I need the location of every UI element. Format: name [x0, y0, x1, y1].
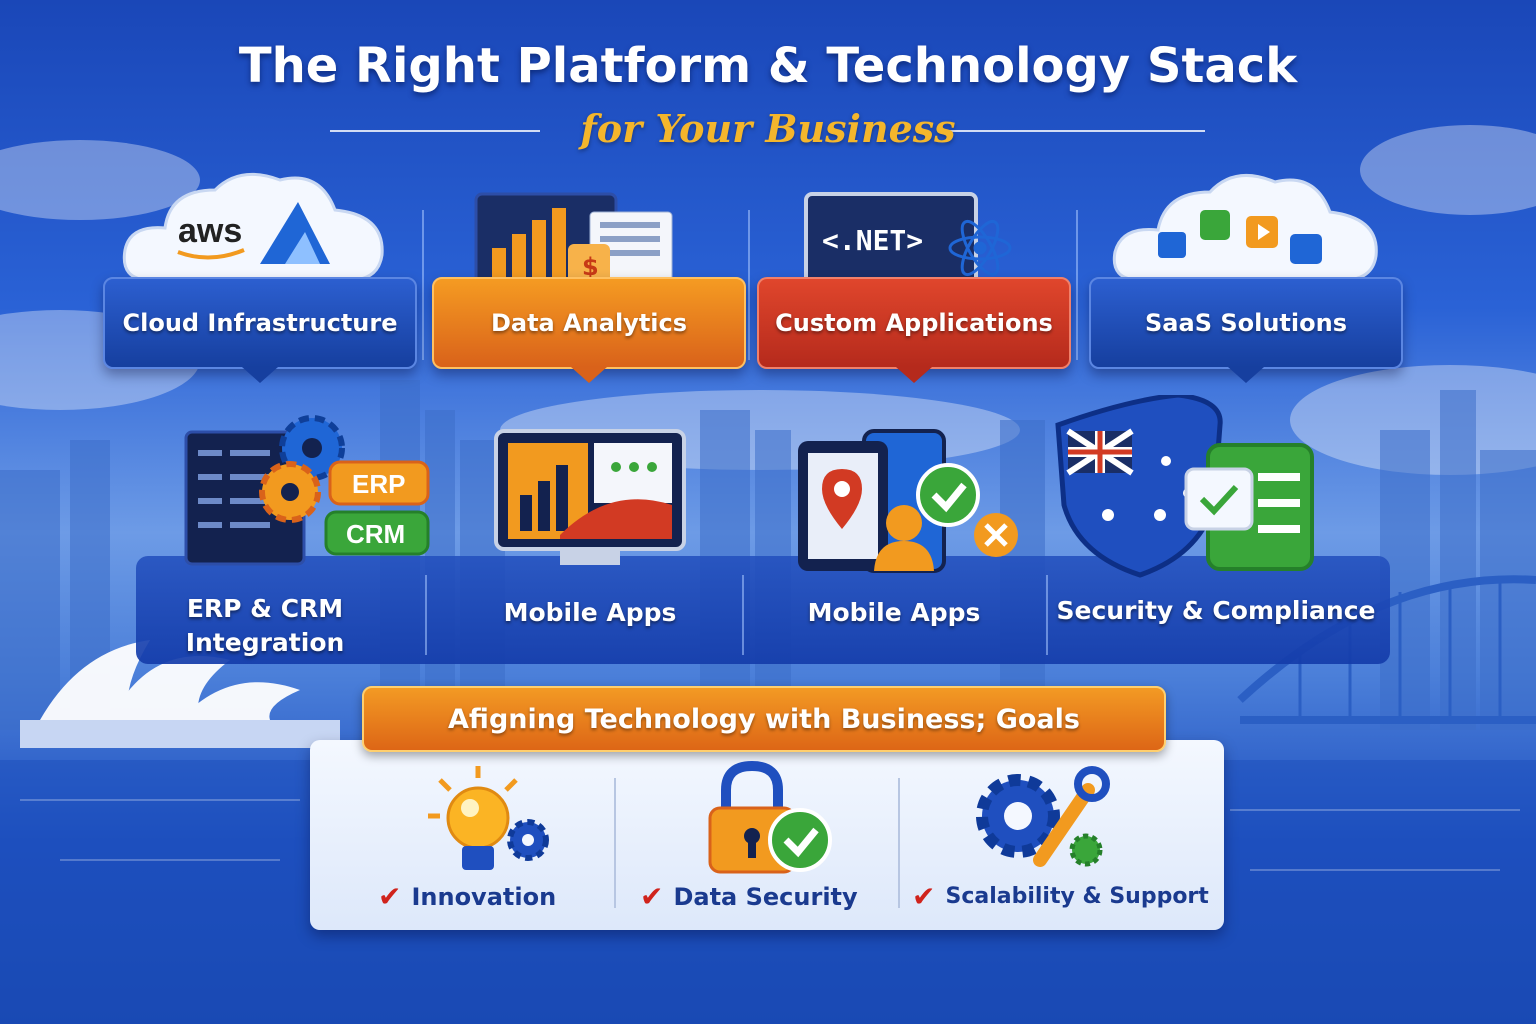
divider: [425, 575, 427, 655]
page-title: The Right Platform & Technology Stack: [238, 38, 1298, 94]
mobile-apps-icon: [798, 429, 1018, 573]
aws-logo: aws: [178, 212, 242, 250]
service-mobile-apps-2[interactable]: Mobile Apps: [807, 598, 981, 627]
desktop-dashboard-icon: [494, 429, 686, 565]
divider: [748, 210, 750, 360]
dotnet-text: <.NET>: [822, 224, 923, 257]
check-icon: ✔: [640, 880, 664, 913]
gear-wrench-icon: [976, 766, 1110, 867]
goals-banner-text: Afigning Technology with Business; Goals: [448, 703, 1080, 735]
divider: [1076, 210, 1078, 360]
service-label-line2: Integration: [185, 628, 345, 657]
goal-scalability-support: ✔ Scalability & Support: [912, 880, 1209, 913]
svg-text:$: $: [582, 253, 599, 281]
check-icon: ✔: [912, 880, 936, 913]
saas-solutions-icon: [1112, 174, 1378, 282]
card-data-analytics[interactable]: Data Analytics: [432, 277, 746, 383]
subtitle-row: for Your Business: [0, 106, 1536, 156]
react-icon: [948, 219, 1012, 277]
goal-label: Data Security: [673, 882, 858, 911]
service-security-compliance[interactable]: Security & Compliance: [1056, 596, 1376, 625]
card-label: Data Analytics: [490, 309, 688, 337]
goal-label: Innovation: [411, 882, 557, 911]
goal-innovation: ✔ Innovation: [378, 880, 556, 913]
divider: [422, 210, 424, 360]
shopping-bag-icon: [568, 244, 610, 286]
check-icon: ✔: [378, 880, 402, 913]
cloud-infrastructure-icon: aws: [122, 172, 384, 282]
lightbulb-gear-icon: [428, 766, 549, 870]
card-custom-applications[interactable]: Custom Applications: [757, 277, 1071, 383]
check-icon: [916, 463, 980, 527]
goals-banner: Afigning Technology with Business; Goals: [362, 686, 1166, 752]
goal-label: Scalability & Support: [945, 884, 1209, 909]
erp-badge: ERP: [352, 469, 405, 499]
subtitle-rule-right: [945, 130, 1205, 132]
divider: [898, 778, 900, 908]
padlock-check-icon: [708, 760, 832, 874]
map-pin-icon: [822, 469, 862, 529]
data-analytics-icon: $: [474, 192, 673, 288]
card-cloud-infrastructure[interactable]: Cloud Infrastructure: [103, 277, 417, 383]
subtitle-rule-left: [330, 130, 540, 132]
opera-house: [20, 640, 340, 748]
crm-badge: CRM: [346, 519, 405, 549]
card-saas-solutions[interactable]: SaaS Solutions: [1089, 277, 1403, 383]
card-label: SaaS Solutions: [1145, 309, 1347, 337]
services-band: [136, 556, 1390, 664]
card-label: Custom Applications: [775, 309, 1053, 337]
divider: [1046, 575, 1048, 655]
goal-data-security: ✔ Data Security: [640, 880, 858, 913]
user-icon: [886, 505, 922, 541]
security-icon: [1055, 395, 1314, 578]
service-erp-crm[interactable]: ERP & CRM Integration: [150, 592, 380, 660]
service-mobile-apps[interactable]: Mobile Apps: [503, 598, 677, 627]
card-label: Cloud Infrastructure: [122, 309, 398, 337]
service-label-line1: ERP & CRM: [186, 594, 344, 623]
divider: [614, 778, 616, 908]
erp-crm-icon: ERP CRM: [184, 415, 430, 566]
divider: [742, 575, 744, 655]
page-subtitle: for Your Business: [580, 106, 956, 151]
